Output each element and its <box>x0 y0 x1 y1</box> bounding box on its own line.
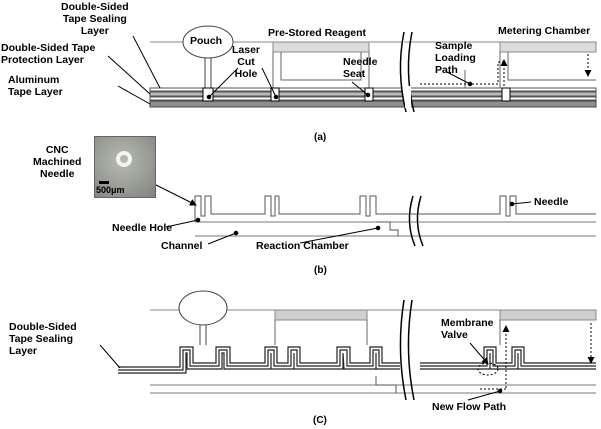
label-pre-stored-reagent: Pre-Stored Reagent <box>268 27 367 39</box>
pouch-shape <box>182 25 234 59</box>
pouch-shape-c <box>178 290 228 326</box>
label-needle-hole: Needle Hole <box>112 222 173 234</box>
panel-c-structure <box>99 290 597 401</box>
needle-photo: 500μm <box>94 136 156 198</box>
scale-bar <box>99 181 109 184</box>
aluminum-layer <box>149 100 597 108</box>
label-laser-cut-hole: Laser Cut Hole <box>232 44 261 80</box>
label-aluminum-tape: Aluminum Tape Layer <box>8 74 63 98</box>
label-reaction-chamber: Reaction Chamber <box>256 240 349 252</box>
pre-stored-reagent-fill <box>272 41 370 53</box>
label-sample-loading-path: Sample Loading Path <box>435 40 476 76</box>
caption-b: (b) <box>314 265 327 276</box>
label-metering-chamber: Metering Chamber <box>498 25 591 37</box>
label-double-sided-tape-sealing-c: Double-Sided Tape Sealing Layer <box>9 321 77 357</box>
label-membrane-valve: Membrane Valve <box>441 317 494 341</box>
metering-chamber-fill <box>499 41 597 53</box>
caption-a: (a) <box>314 132 327 143</box>
label-cnc-machined-needle: CNC Machined Needle <box>33 144 82 180</box>
label-needle-seat: Needle Seat <box>343 56 378 80</box>
label-new-flow-path: New Flow Path <box>432 401 507 413</box>
label-double-sided-tape-sealing-a: Double-Sided Tape Sealing Layer <box>61 1 129 37</box>
label-needle: Needle <box>534 196 569 208</box>
caption-c: (C) <box>313 415 327 426</box>
label-channel: Channel <box>161 240 203 252</box>
label-pouch: Pouch <box>190 35 223 47</box>
panel-b-structure <box>151 182 596 247</box>
needle-ring-image <box>116 151 132 167</box>
panel-a-structure <box>107 25 597 113</box>
label-double-sided-tape-protection: Double-Sided Tape Protection Layer <box>1 42 96 66</box>
scale-label: 500μm <box>96 185 125 195</box>
